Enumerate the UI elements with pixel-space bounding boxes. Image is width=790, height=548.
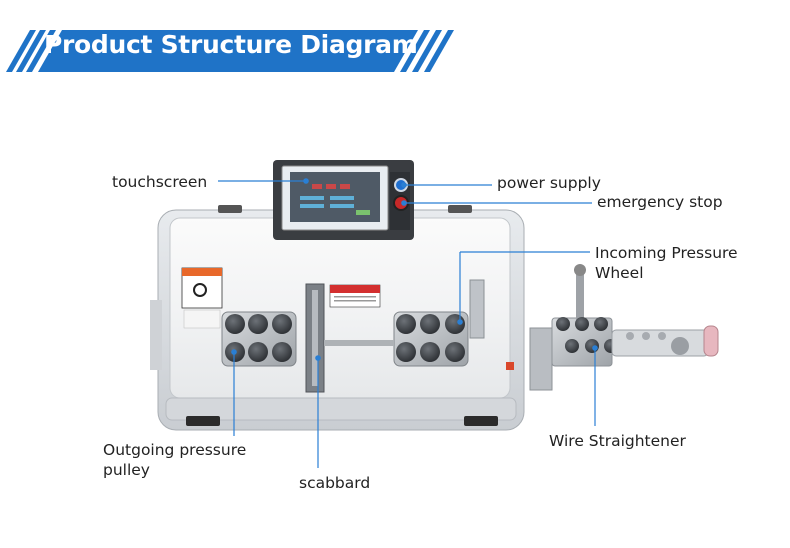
banner-background bbox=[38, 30, 418, 72]
right-stripes bbox=[400, 30, 454, 72]
incoming-label-line2: Wheel bbox=[595, 264, 644, 282]
warning-sticker bbox=[181, 267, 223, 329]
incoming-label-line1: Incoming Pressure bbox=[595, 244, 738, 262]
page-title: Product Structure Diagram bbox=[44, 30, 418, 59]
wire-straightener-label: Wire Straightener bbox=[549, 432, 686, 450]
touchscreen-unit bbox=[273, 160, 414, 240]
emergency-stop-label: emergency stop bbox=[597, 193, 723, 211]
leader-lines bbox=[218, 178, 598, 468]
outgoing-roller-block bbox=[221, 311, 297, 367]
red-indicator bbox=[506, 362, 514, 370]
outgoing-label-line2: pulley bbox=[103, 461, 150, 479]
center-rod bbox=[324, 340, 394, 346]
header-banner bbox=[6, 30, 454, 72]
outgoing-label-line1: Outgoing pressure bbox=[103, 441, 247, 459]
outgoing-pressure-pulley-label: Outgoing pressure pulley bbox=[103, 440, 246, 480]
danger-sticker bbox=[329, 284, 381, 308]
touchscreen-label: touchscreen bbox=[112, 173, 208, 191]
scabbard-label: scabbard bbox=[299, 474, 371, 492]
power-supply-label: power supply bbox=[497, 174, 601, 192]
incoming-pressure-wheel-label: Incoming Pressure Wheel bbox=[595, 243, 738, 283]
left-stripes bbox=[6, 30, 56, 72]
scabbard-blade bbox=[305, 283, 325, 393]
incoming-roller-block bbox=[393, 279, 485, 367]
wire-straightener bbox=[529, 264, 719, 391]
